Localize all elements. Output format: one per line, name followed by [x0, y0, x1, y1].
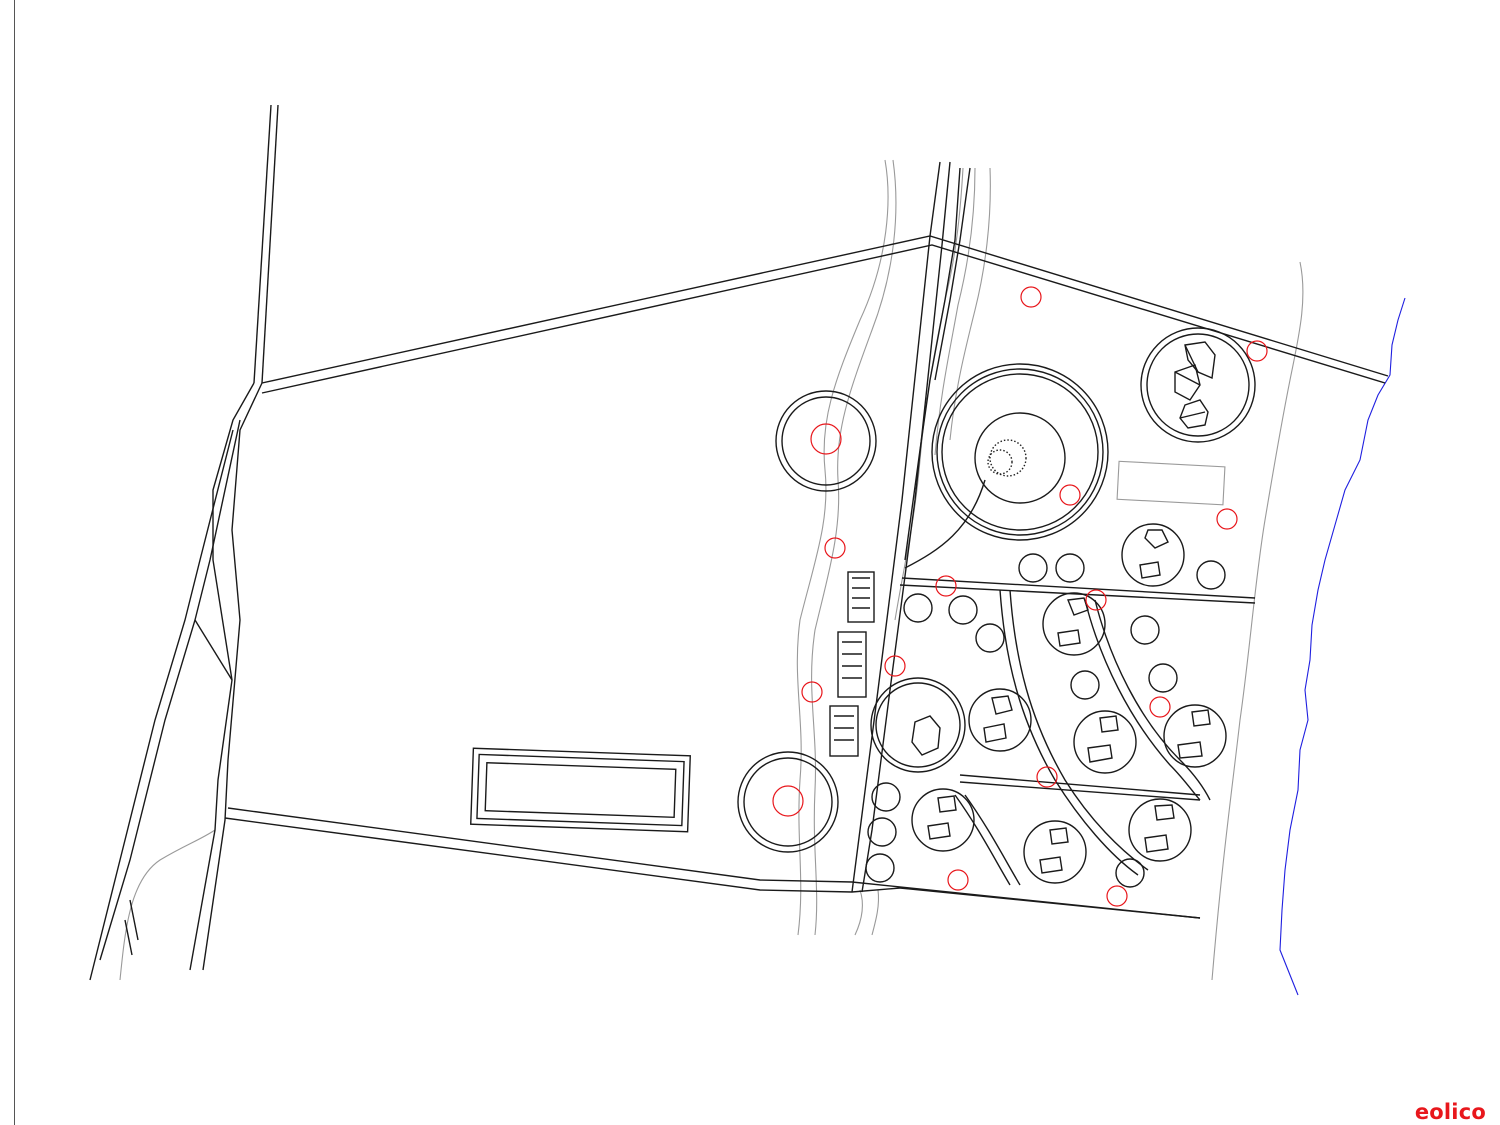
small-huts — [865, 553, 1226, 888]
roads — [89, 104, 1389, 981]
river — [1279, 297, 1406, 996]
parking-area — [1116, 460, 1226, 506]
brand-logo: eolico — [1414, 1100, 1486, 1124]
drawing-frame-edge — [14, 0, 15, 1125]
tree-cluster — [987, 439, 1027, 477]
house-plots — [911, 523, 1227, 884]
circular-plots — [737, 327, 1256, 853]
rock-formation — [1174, 341, 1216, 429]
central-house — [911, 715, 941, 756]
rectangular-basin — [470, 747, 691, 833]
cabins — [829, 571, 875, 757]
red-markers — [772, 286, 1268, 907]
